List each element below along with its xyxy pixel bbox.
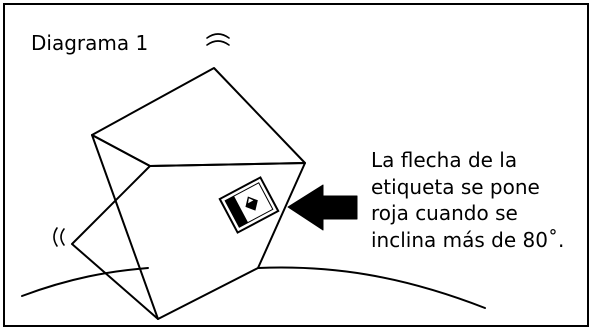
box-left-face [71,134,159,320]
tilt-indicator-label [218,176,280,234]
caption-line: inclina más de 80˚. [371,227,565,252]
diagram-title: Diagrama 1 [31,31,149,55]
pointer-arrow [287,184,358,231]
motion-marks [53,33,230,247]
diagram-caption: La flecha de la etiqueta se pone roja cu… [371,147,586,253]
caption-line: etiqueta se pone [371,174,540,199]
diagram-frame [3,3,589,327]
caption-line: La flecha de la [371,148,518,172]
ground-curve [21,266,486,309]
box-right-face [149,162,306,320]
caption-line: roja cuando se [371,201,518,225]
